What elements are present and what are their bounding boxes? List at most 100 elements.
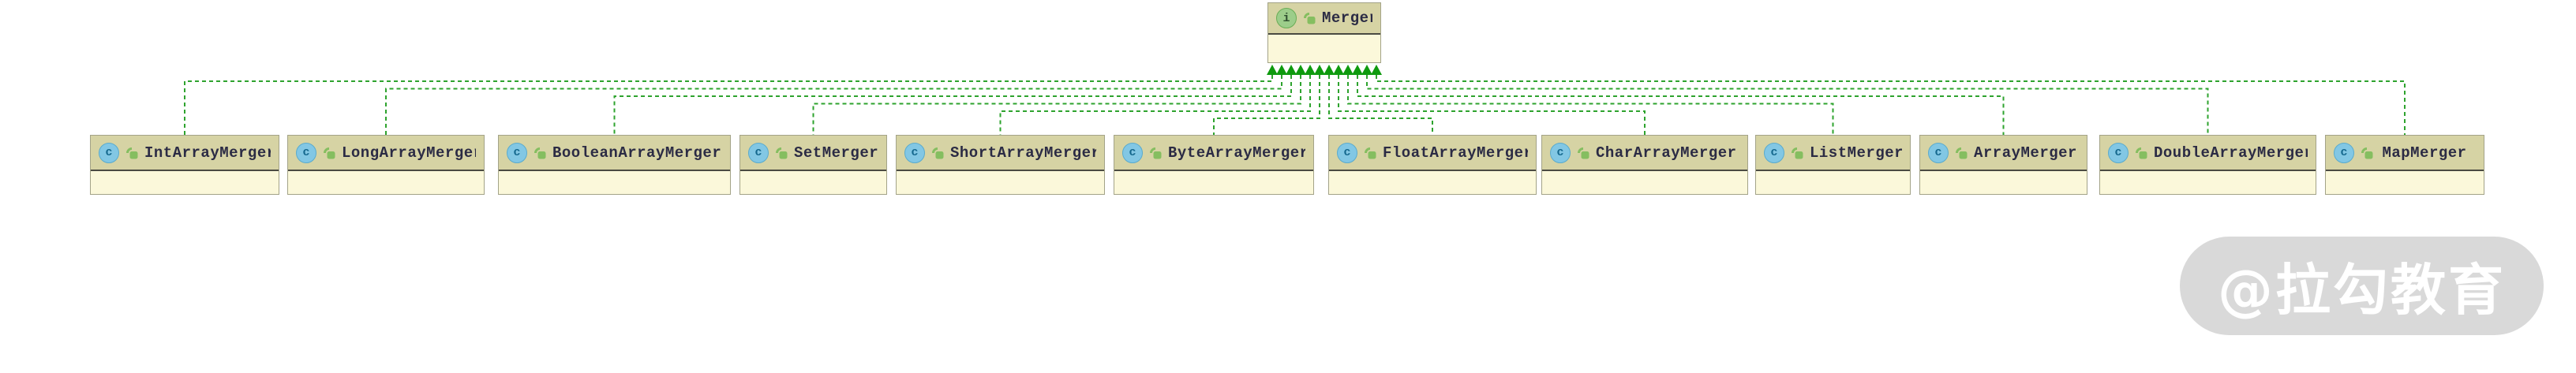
node-members-empty (1542, 171, 1747, 194)
implements-connector-booleanarraymerger (613, 75, 1292, 135)
implements-connector-arraymerger (1357, 75, 2005, 135)
class-name: ArrayMerger (1974, 144, 2077, 162)
public-key-icon (124, 145, 140, 161)
implements-connector-listmerger (1347, 75, 1834, 135)
implements-arrowhead (1267, 65, 1278, 75)
class-node-booleanarraymerger[interactable]: c BooleanArrayMerger (498, 135, 731, 195)
implements-arrowhead (1314, 65, 1325, 75)
node-members-empty (288, 171, 484, 194)
node-members-empty (1114, 171, 1313, 194)
node-members-empty (1756, 171, 1910, 194)
class-name: BooleanArrayMerger (552, 144, 722, 162)
class-icon: c (1337, 142, 1357, 163)
class-icon: c (1928, 142, 1949, 163)
node-members-empty (2326, 171, 2484, 194)
class-node-shortarraymerger[interactable]: c ShortArrayMerger (896, 135, 1105, 195)
node-members-empty (499, 171, 730, 194)
implements-arrowhead (1286, 65, 1297, 75)
node-header: c BooleanArrayMerger (499, 136, 730, 171)
class-node-longarraymerger[interactable]: c LongArrayMerger (287, 135, 485, 195)
node-header: c ListMerger (1756, 136, 1910, 171)
class-name: IntArrayMerger (144, 144, 271, 162)
class-node-mapmerger[interactable]: c MapMerger (2325, 135, 2484, 195)
implements-connector-longarraymerger (385, 75, 1282, 135)
node-header: c ByteArrayMerger (1114, 136, 1313, 171)
node-header: c LongArrayMerger (288, 136, 484, 171)
node-header: i Merger (1268, 3, 1380, 35)
node-header: c FloatArrayMerger (1329, 136, 1536, 171)
class-name: CharArrayMerger (1596, 144, 1737, 162)
implements-arrowhead (1276, 65, 1287, 75)
class-node-setmerger[interactable]: c SetMerger (739, 135, 887, 195)
node-header: c DoubleArrayMerger (2100, 136, 2316, 171)
class-node-listmerger[interactable]: c ListMerger (1755, 135, 1911, 195)
implements-connector-bytearraymerger (1213, 75, 1320, 135)
node-members-empty (740, 171, 886, 194)
implements-arrowhead (1361, 65, 1372, 75)
implements-arrowhead (1333, 65, 1344, 75)
node-header: c MapMerger (2326, 136, 2484, 171)
class-icon: c (99, 142, 119, 163)
class-node-floatarraymerger[interactable]: c FloatArrayMerger (1328, 135, 1537, 195)
implements-arrowhead (1324, 65, 1335, 75)
class-node-arraymerger[interactable]: c ArrayMerger (1919, 135, 2087, 195)
public-key-icon (1953, 145, 1969, 161)
node-members-empty (91, 171, 279, 194)
implements-connector-floatarraymerger (1328, 75, 1433, 135)
class-name: ShortArrayMerger (950, 144, 1096, 162)
class-name: SetMerger (794, 144, 878, 162)
implements-connector-intarraymerger (184, 75, 1273, 135)
class-name: DoubleArrayMerger (2154, 144, 2308, 162)
implements-arrowhead (1342, 65, 1354, 75)
node-members-empty (897, 171, 1104, 194)
node-header: c SetMerger (740, 136, 886, 171)
public-key-icon (1789, 145, 1805, 161)
class-name: FloatArrayMerger (1383, 144, 1528, 162)
node-header: c CharArrayMerger (1542, 136, 1747, 171)
node-members-empty (2100, 171, 2316, 194)
public-key-icon (2133, 145, 2149, 161)
implements-connector-mapmerger (1376, 75, 2406, 135)
class-icon: c (1122, 142, 1143, 163)
implements-arrowhead (1295, 65, 1306, 75)
class-icon: c (904, 142, 925, 163)
public-key-icon (2359, 145, 2375, 161)
class-name: LongArrayMerger (342, 144, 476, 162)
class-icon: c (296, 142, 316, 163)
implements-connector-doublearraymerger (1366, 75, 2209, 135)
node-members-empty (1329, 171, 1536, 194)
class-node-bytearraymerger[interactable]: c ByteArrayMerger (1114, 135, 1314, 195)
class-name: ListMerger (1810, 144, 1902, 162)
class-name: Merger (1322, 9, 1372, 27)
public-key-icon (532, 145, 548, 161)
class-icon: c (2334, 142, 2354, 163)
node-members-empty (1920, 171, 2087, 194)
public-key-icon (1575, 145, 1591, 161)
class-node-chararraymerger[interactable]: c CharArrayMerger (1541, 135, 1748, 195)
public-key-icon (773, 145, 789, 161)
node-header: c ArrayMerger (1920, 136, 2087, 171)
class-icon: c (1764, 142, 1784, 163)
class-node-intarraymerger[interactable]: c IntArrayMerger (90, 135, 279, 195)
class-node-doublearraymerger[interactable]: c DoubleArrayMerger (2099, 135, 2316, 195)
public-key-icon (930, 145, 945, 161)
public-key-icon (1362, 145, 1378, 161)
class-icon: c (748, 142, 769, 163)
class-icon: c (1550, 142, 1571, 163)
node-members-empty (1268, 35, 1380, 62)
node-header: c ShortArrayMerger (897, 136, 1104, 171)
class-icon: c (507, 142, 527, 163)
public-key-icon (321, 145, 337, 161)
class-node-merger[interactable]: i Merger (1267, 2, 1381, 63)
implements-connector-setmerger (812, 75, 1301, 135)
implements-arrowhead (1352, 65, 1363, 75)
class-name: MapMerger (2382, 144, 2467, 162)
public-key-icon (1301, 10, 1317, 26)
interface-icon: i (1276, 8, 1297, 28)
node-header: c IntArrayMerger (91, 136, 279, 171)
implements-connector-chararraymerger (1338, 75, 1646, 135)
public-key-icon (1148, 145, 1163, 161)
class-name: ByteArrayMerger (1168, 144, 1305, 162)
